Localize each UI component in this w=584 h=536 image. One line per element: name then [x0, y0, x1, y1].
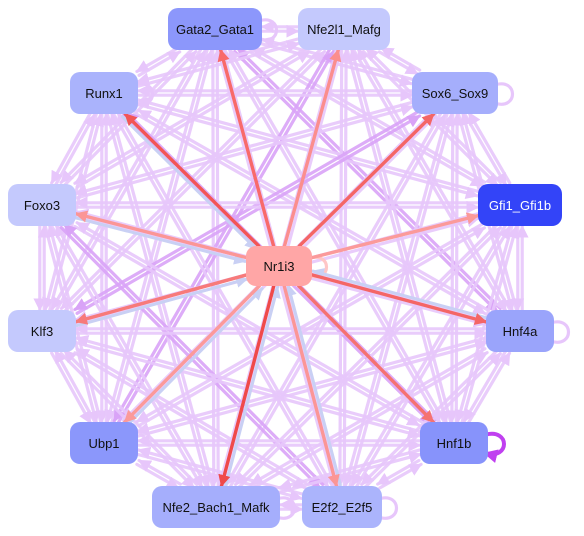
edge-gata2-to-nfe2 [207, 48, 221, 488]
incoming-center-edges [73, 115, 489, 489]
edge-klf3-to-e2f2 [73, 351, 307, 490]
node-gfi1-gfi1b[interactable]: Gfi1_Gfi1b [478, 184, 562, 226]
edge-sox6-to-foxo3 [73, 100, 414, 197]
node-nr1i3[interactable]: Nr1i3 [246, 246, 312, 286]
edge-runx1-to-nfe2l1 [136, 40, 301, 88]
node-sox6-sox9[interactable]: Sox6_Sox9 [412, 72, 498, 114]
node-gata2-gata1[interactable]: Gata2_Gata1 [168, 8, 262, 50]
edge-nfe2-to-hnf1b [278, 451, 423, 494]
edge-hnf1b-to-sox6 [450, 112, 464, 424]
edge-ubp1-to-klf3 [53, 349, 96, 423]
edge-hnf1b-to-nfe2 [277, 448, 422, 491]
edge-hnf1b-to-foxo3 [75, 221, 423, 424]
node-foxo3[interactable]: Foxo3 [8, 184, 76, 226]
edge-ubp1-to-nfe2 [135, 462, 180, 490]
node-runx1[interactable]: Runx1 [70, 72, 138, 114]
edge-foxo3-to-hnf1b [73, 224, 421, 427]
self-loop-hnf1b [483, 431, 506, 463]
edge-ubp1-to-gfi1 [137, 226, 486, 428]
edge-gfi1-to-runx1 [136, 96, 481, 194]
edge-e2f2-to-nr1i3 [285, 283, 342, 487]
edge-nfe2l1-to-runx1 [135, 37, 300, 86]
edge-foxo3-to-runx1 [53, 113, 96, 187]
edge-nr1i3-to-runx1 [123, 112, 261, 248]
edge-hnf1b-to-hnf4a [466, 351, 512, 425]
edge-e2f2-to-hnf1b [378, 462, 423, 490]
edge-foxo3-to-sox6 [74, 103, 415, 200]
edge-sox6-to-klf3 [73, 110, 420, 312]
self-loop-nfe2 [277, 496, 296, 520]
edge-sox6-to-gfi1 [463, 113, 508, 187]
edge-nfe2l1-to-e2f2 [333, 48, 347, 488]
edge-nr1i3-to-nfe2 [218, 284, 276, 488]
edge-nfe2-to-hnf4a [251, 350, 489, 490]
edge-runx1-to-nr1i3 [120, 115, 258, 251]
edge-e2f2-to-nfe2l1 [339, 48, 353, 488]
node-e2f2-e2f5[interactable]: E2f2_E2f5 [302, 486, 382, 528]
node-hnf1b[interactable]: Hnf1b [420, 422, 488, 464]
edge-gfi1-to-ubp1 [135, 222, 484, 424]
node-klf3[interactable]: Klf3 [8, 310, 76, 352]
edge-klf3-to-ubp1 [50, 351, 93, 425]
edge-nfe2-to-nr1i3 [223, 285, 281, 489]
edge-runx1-to-gata2 [137, 50, 182, 77]
self-loop-gata2 [259, 18, 278, 42]
outgoing-center-edges [74, 48, 488, 488]
edge-nr1i3-to-klf3 [74, 273, 248, 325]
edge-hnf4a-to-nr1i3 [311, 268, 489, 320]
node-hnf4a[interactable]: Hnf4a [486, 310, 554, 352]
edge-nr1i3-to-nfe2l1 [282, 48, 342, 248]
self-loop-sox6 [495, 82, 514, 106]
edge-nr1i3-to-gata2 [217, 48, 276, 248]
self-loop-e2f2 [379, 496, 398, 520]
edge-nfe2-to-gata2 [210, 48, 224, 488]
edge-runx1-to-gfi1 [135, 102, 480, 200]
edge-hnf4a-to-runx1 [137, 108, 489, 312]
edge-gfi1-to-sox6 [467, 111, 512, 185]
node-nfe2l1-mafg[interactable]: Nfe2l1_Mafg [298, 8, 390, 50]
edge-nfe2-to-ubp1 [137, 458, 182, 486]
edge-hnf4a-to-nfe2 [249, 347, 487, 486]
edge-ubp1-to-nfe2l1 [116, 49, 336, 425]
edge-nr1i3-to-hnf4a [310, 273, 488, 325]
edge-nr1i3-to-e2f2 [282, 284, 340, 488]
edge-foxo3-to-nr1i3 [73, 216, 247, 265]
node-nfe2-bach1-mafk[interactable]: Nfe2_Bach1_Mafk [152, 486, 280, 528]
node-ubp1[interactable]: Ubp1 [70, 422, 138, 464]
edge-nr1i3-to-ubp1 [123, 284, 261, 424]
edge-klf3-to-nr1i3 [75, 275, 249, 328]
edge-sox6-to-nfe2l1 [379, 46, 422, 72]
self-loop-hnf4a [551, 320, 570, 344]
self-loop-runx1 [135, 82, 154, 106]
edge-runx1-to-hnf4a [135, 112, 487, 316]
edge-nr1i3-to-sox6 [297, 112, 436, 248]
edge-nr1i3-to-foxo3 [74, 210, 248, 260]
edge-nr1i3-to-hnf1b [297, 284, 435, 424]
edge-ubp1-to-nr1i3 [126, 287, 264, 427]
edge-nr1i3-to-gfi1 [310, 212, 480, 260]
edge-klf3-to-sox6 [75, 114, 422, 315]
